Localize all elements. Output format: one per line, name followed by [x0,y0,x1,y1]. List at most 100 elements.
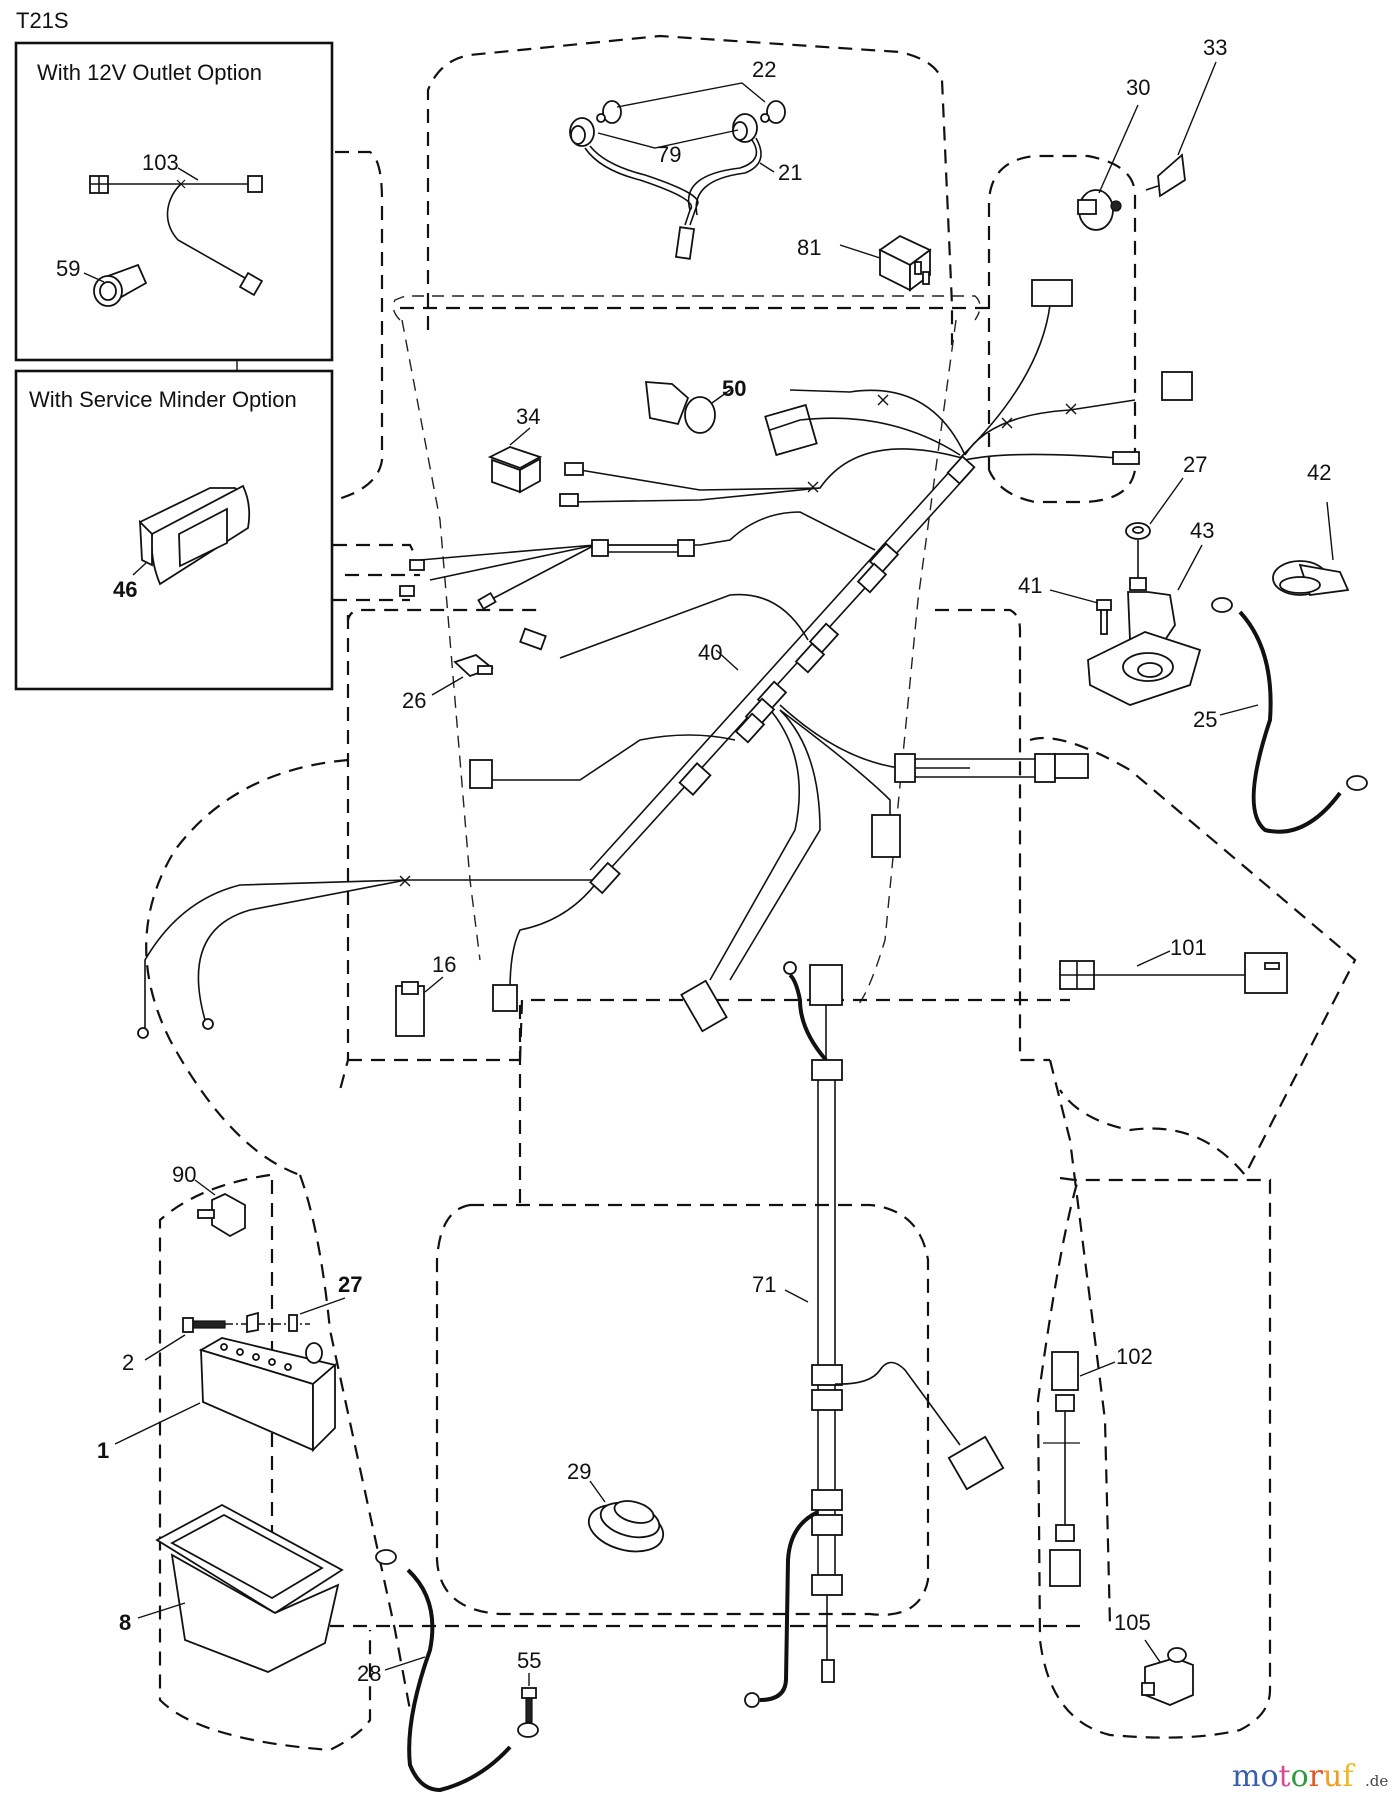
part-79-lamp-socket-right[interactable] [732,113,758,143]
watermark-letter: r [1309,1759,1324,1794]
watermark-suffix: .de [1365,1772,1388,1790]
part-43-starter-solenoid[interactable] [1087,540,1202,706]
connector-lower-left[interactable] [492,984,518,1012]
label-21[interactable]: 21 [778,160,802,185]
label-102[interactable]: 102 [1116,1344,1153,1369]
part-101-adapter-harness[interactable] [1059,952,1288,994]
part-42-terminal-boot[interactable] [1272,560,1350,596]
label-30[interactable]: 30 [1126,75,1150,100]
label-59[interactable]: 59 [56,256,80,281]
part-105-seat-switch[interactable] [1141,1647,1194,1706]
leader-30 [1098,104,1139,194]
part-50-pto-switch[interactable] [644,381,716,434]
watermark-letter: u [1323,1759,1342,1794]
terminal-3[interactable] [477,591,497,611]
label-25[interactable]: 25 [1193,707,1217,732]
label-50[interactable]: 50 [722,376,746,401]
watermark-letter: o [1291,1759,1309,1794]
part-55-screw[interactable] [521,1687,537,1723]
label-101[interactable]: 101 [1170,935,1207,960]
label-40[interactable]: 40 [698,640,722,665]
part-8-battery-box[interactable] [155,1503,344,1673]
connector-center-right[interactable] [871,814,901,858]
part-30-ignition-switch[interactable] [1077,189,1122,231]
part-33-key[interactable] [1145,153,1186,198]
leader-8 [137,1602,186,1619]
label-90[interactable]: 90 [172,1162,196,1187]
part-71-rear-harness[interactable] [744,961,1005,1708]
label-2[interactable]: 2 [122,1350,134,1375]
watermark-letter: o [1260,1759,1278,1794]
part-21-headlight-harness[interactable] [584,137,762,260]
label-34[interactable]: 34 [516,404,540,429]
terminal-1[interactable] [409,559,425,571]
leader-46 [132,562,147,576]
label-8[interactable]: 8 [119,1610,131,1635]
label-105[interactable]: 105 [1114,1610,1151,1635]
part-27-nut[interactable] [1125,522,1151,540]
connector-tube-right[interactable] [894,753,1089,783]
leader-28 [384,1656,426,1671]
part-46-service-minder[interactable] [138,484,251,586]
label-27a[interactable]: 27 [1183,452,1207,477]
connector-pto-harness[interactable] [764,403,818,457]
connector-switch[interactable] [519,627,547,651]
part-22-bulb-left[interactable] [596,100,622,124]
label-55[interactable]: 55 [517,1648,541,1673]
leader-25 [1219,704,1259,716]
harness-clamps [589,455,976,895]
part-27-battery-nut[interactable] [288,1314,298,1332]
label-28[interactable]: 28 [357,1661,381,1686]
label-43[interactable]: 43 [1190,518,1214,543]
label-22[interactable]: 22 [752,57,776,82]
part-40-main-harness[interactable] [144,304,1136,1030]
label-81[interactable]: 81 [797,235,821,260]
part-103-outlet-harness[interactable] [89,175,264,297]
label-29[interactable]: 29 [567,1459,591,1484]
connector-right[interactable] [1161,371,1193,401]
terminal-2[interactable] [399,585,415,597]
connector-left[interactable] [469,759,493,789]
part-28-ground-cable[interactable] [375,1549,539,1793]
leader-27a [1149,477,1184,525]
label-1[interactable]: 1 [97,1438,109,1463]
label-46[interactable]: 46 [113,577,137,602]
inset-12v-outlet-title: With 12V Outlet Option [37,60,262,85]
label-16[interactable]: 16 [432,952,456,977]
connector-center[interactable] [680,979,728,1033]
part-1-battery[interactable] [198,1337,337,1453]
connector-top-right[interactable] [1031,279,1073,307]
part-81-relay[interactable] [878,234,932,292]
part-25-cable[interactable] [1211,597,1368,834]
part-59-12v-outlet[interactable] [93,263,148,307]
ring-terminal-left-2[interactable] [202,1018,214,1030]
inset-12v-outlet: With 12V Outlet Option 103 59 [14,41,334,362]
svg-text:motoruf: motoruf [1232,1759,1355,1794]
terminal-4[interactable] [564,462,584,476]
part-29-grommet[interactable] [584,1497,669,1559]
label-26[interactable]: 26 [402,688,426,713]
part-26-fuse[interactable] [453,653,494,678]
part-90-module[interactable] [197,1192,246,1238]
part-79-lamp-socket-left[interactable] [569,117,595,147]
part-34-rocker-switch[interactable] [487,446,543,494]
part-2-bolt[interactable] [182,1317,226,1333]
label-71[interactable]: 71 [752,1272,776,1297]
connector-terminal-right[interactable] [1112,451,1140,465]
model-code: T21S [16,8,69,33]
label-41[interactable]: 41 [1018,573,1042,598]
part-22-bulb-right[interactable] [760,100,786,124]
ring-terminal-left[interactable] [137,1027,149,1039]
label-27b[interactable]: 27 [338,1272,362,1297]
terminal-5[interactable] [559,493,579,507]
label-79[interactable]: 79 [657,142,681,167]
label-33[interactable]: 33 [1203,35,1227,60]
label-42[interactable]: 42 [1307,460,1331,485]
part-16-switch[interactable] [395,981,425,1037]
label-103[interactable]: 103 [142,150,179,175]
leader-22 [616,82,766,108]
connector-tube[interactable] [591,539,695,557]
part-41-bolt[interactable] [1096,599,1112,635]
part-102-harness-extension[interactable] [1043,1351,1081,1587]
